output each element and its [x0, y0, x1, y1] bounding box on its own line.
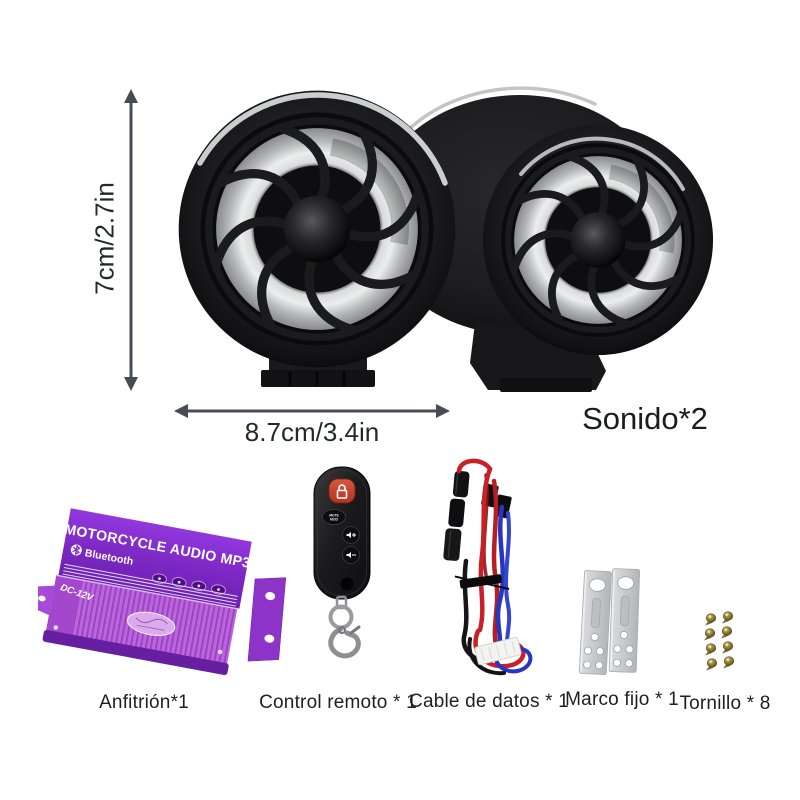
screws-caption: Tornillo * 8 [679, 693, 771, 714]
lock-icon [336, 484, 348, 499]
bracket-illustration [578, 567, 641, 676]
remote-clasp [328, 625, 361, 659]
speakers-illustration [170, 75, 720, 392]
bracket-plate-left [578, 569, 613, 676]
remote-body [313, 466, 371, 600]
arrow-up-icon [124, 89, 138, 103]
arrow-left-icon [174, 404, 188, 418]
width-dimension-arrow [174, 404, 450, 418]
cable-fuse-holders [443, 470, 470, 561]
height-dimension-label: 7cm/2.7in [89, 182, 120, 295]
screws-illustration [703, 611, 735, 671]
arrow-right-icon [436, 404, 450, 418]
cable-caption: Cable de datos * 1 [409, 691, 569, 712]
arrow-down-icon [124, 377, 138, 391]
bracket-plate-right [608, 567, 641, 674]
remote-lanyard-hole [340, 577, 354, 591]
cable-white-connector [474, 636, 522, 666]
remote-caption: Control remoto * 1 [259, 692, 417, 713]
amplifier-illustration: MOTORCYCLE AUDIO MP3 Bluetooth DC-12V [38, 508, 287, 676]
remote-mute-button [322, 509, 346, 525]
amplifier-right-ear [247, 577, 287, 662]
volume-up-icon [346, 532, 356, 538]
remote-mute-label: MUTE [329, 514, 339, 518]
cable-wires [456, 458, 533, 676]
amplifier-badge [126, 611, 176, 637]
bracket-caption: Marco fijo * 1 [565, 689, 679, 710]
width-dimension-label: 8.7cm/3.4in [244, 417, 380, 447]
volume-down-icon [346, 552, 356, 558]
remote-illustration: MUTE MOD [313, 466, 371, 659]
cable-illustration [443, 458, 533, 676]
remote-mod-label: MOD [330, 518, 338, 522]
speaker-left [179, 91, 456, 387]
speakers-count-label: Sonido*2 [582, 401, 708, 436]
amplifier-pinstripes [62, 563, 238, 607]
amplifier-caption: Anfitrión*1 [99, 692, 189, 713]
remote-keyring [328, 604, 354, 630]
height-dimension-arrow [124, 89, 138, 391]
cable-tie [454, 574, 510, 590]
